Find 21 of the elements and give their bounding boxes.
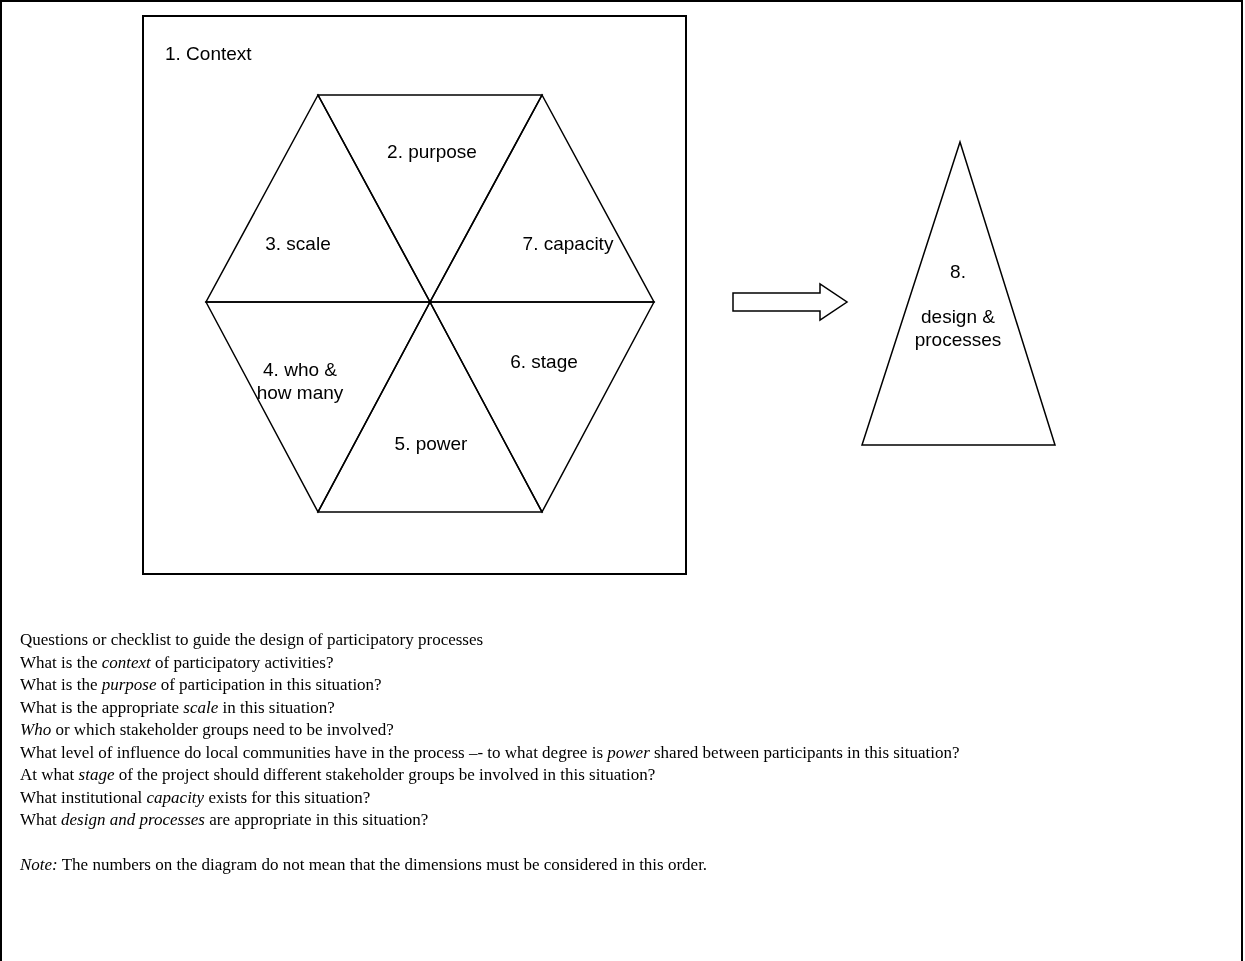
text-line: What is the appropriate scale in this situation? [20,696,336,719]
segment-label: 4. who & how many [255,358,345,404]
text-line: What institutional capacity exists for this situation? [20,786,372,809]
context-box [142,15,687,575]
segment-label: 3. scale [265,232,331,255]
text-line: What level of influence do local communities have in the process –- to what degree is power shared between participants in this situation? [20,741,961,764]
text-line: What is the purpose of participation in this situation? [20,674,383,696]
segment-label: design & processes [914,305,1002,351]
text-line: Questions or checklist to guide the design of participatory processes [20,629,485,651]
segment-label: 6. stage [510,350,578,373]
text-line: Note: The numbers on the diagram do not mean that the dimensions must be considered in this order. [20,853,709,876]
segment-label: 5. power [394,432,468,455]
segment-label: 7. capacity [522,232,614,255]
text-line: At what stage of the project should different stakeholder groups be involved in this situation? [20,764,657,786]
segment-label: 8. [950,260,966,283]
segment-label: 2. purpose [387,140,477,163]
block-arrow [732,282,849,322]
text-line: What is the context of participatory activities? [20,651,335,674]
text-line: Who or which stakeholder groups need to be involved? [20,719,395,741]
text-line: What design and processes are appropriate in this situation? [20,809,430,831]
context-label: 1. Context [165,42,252,66]
